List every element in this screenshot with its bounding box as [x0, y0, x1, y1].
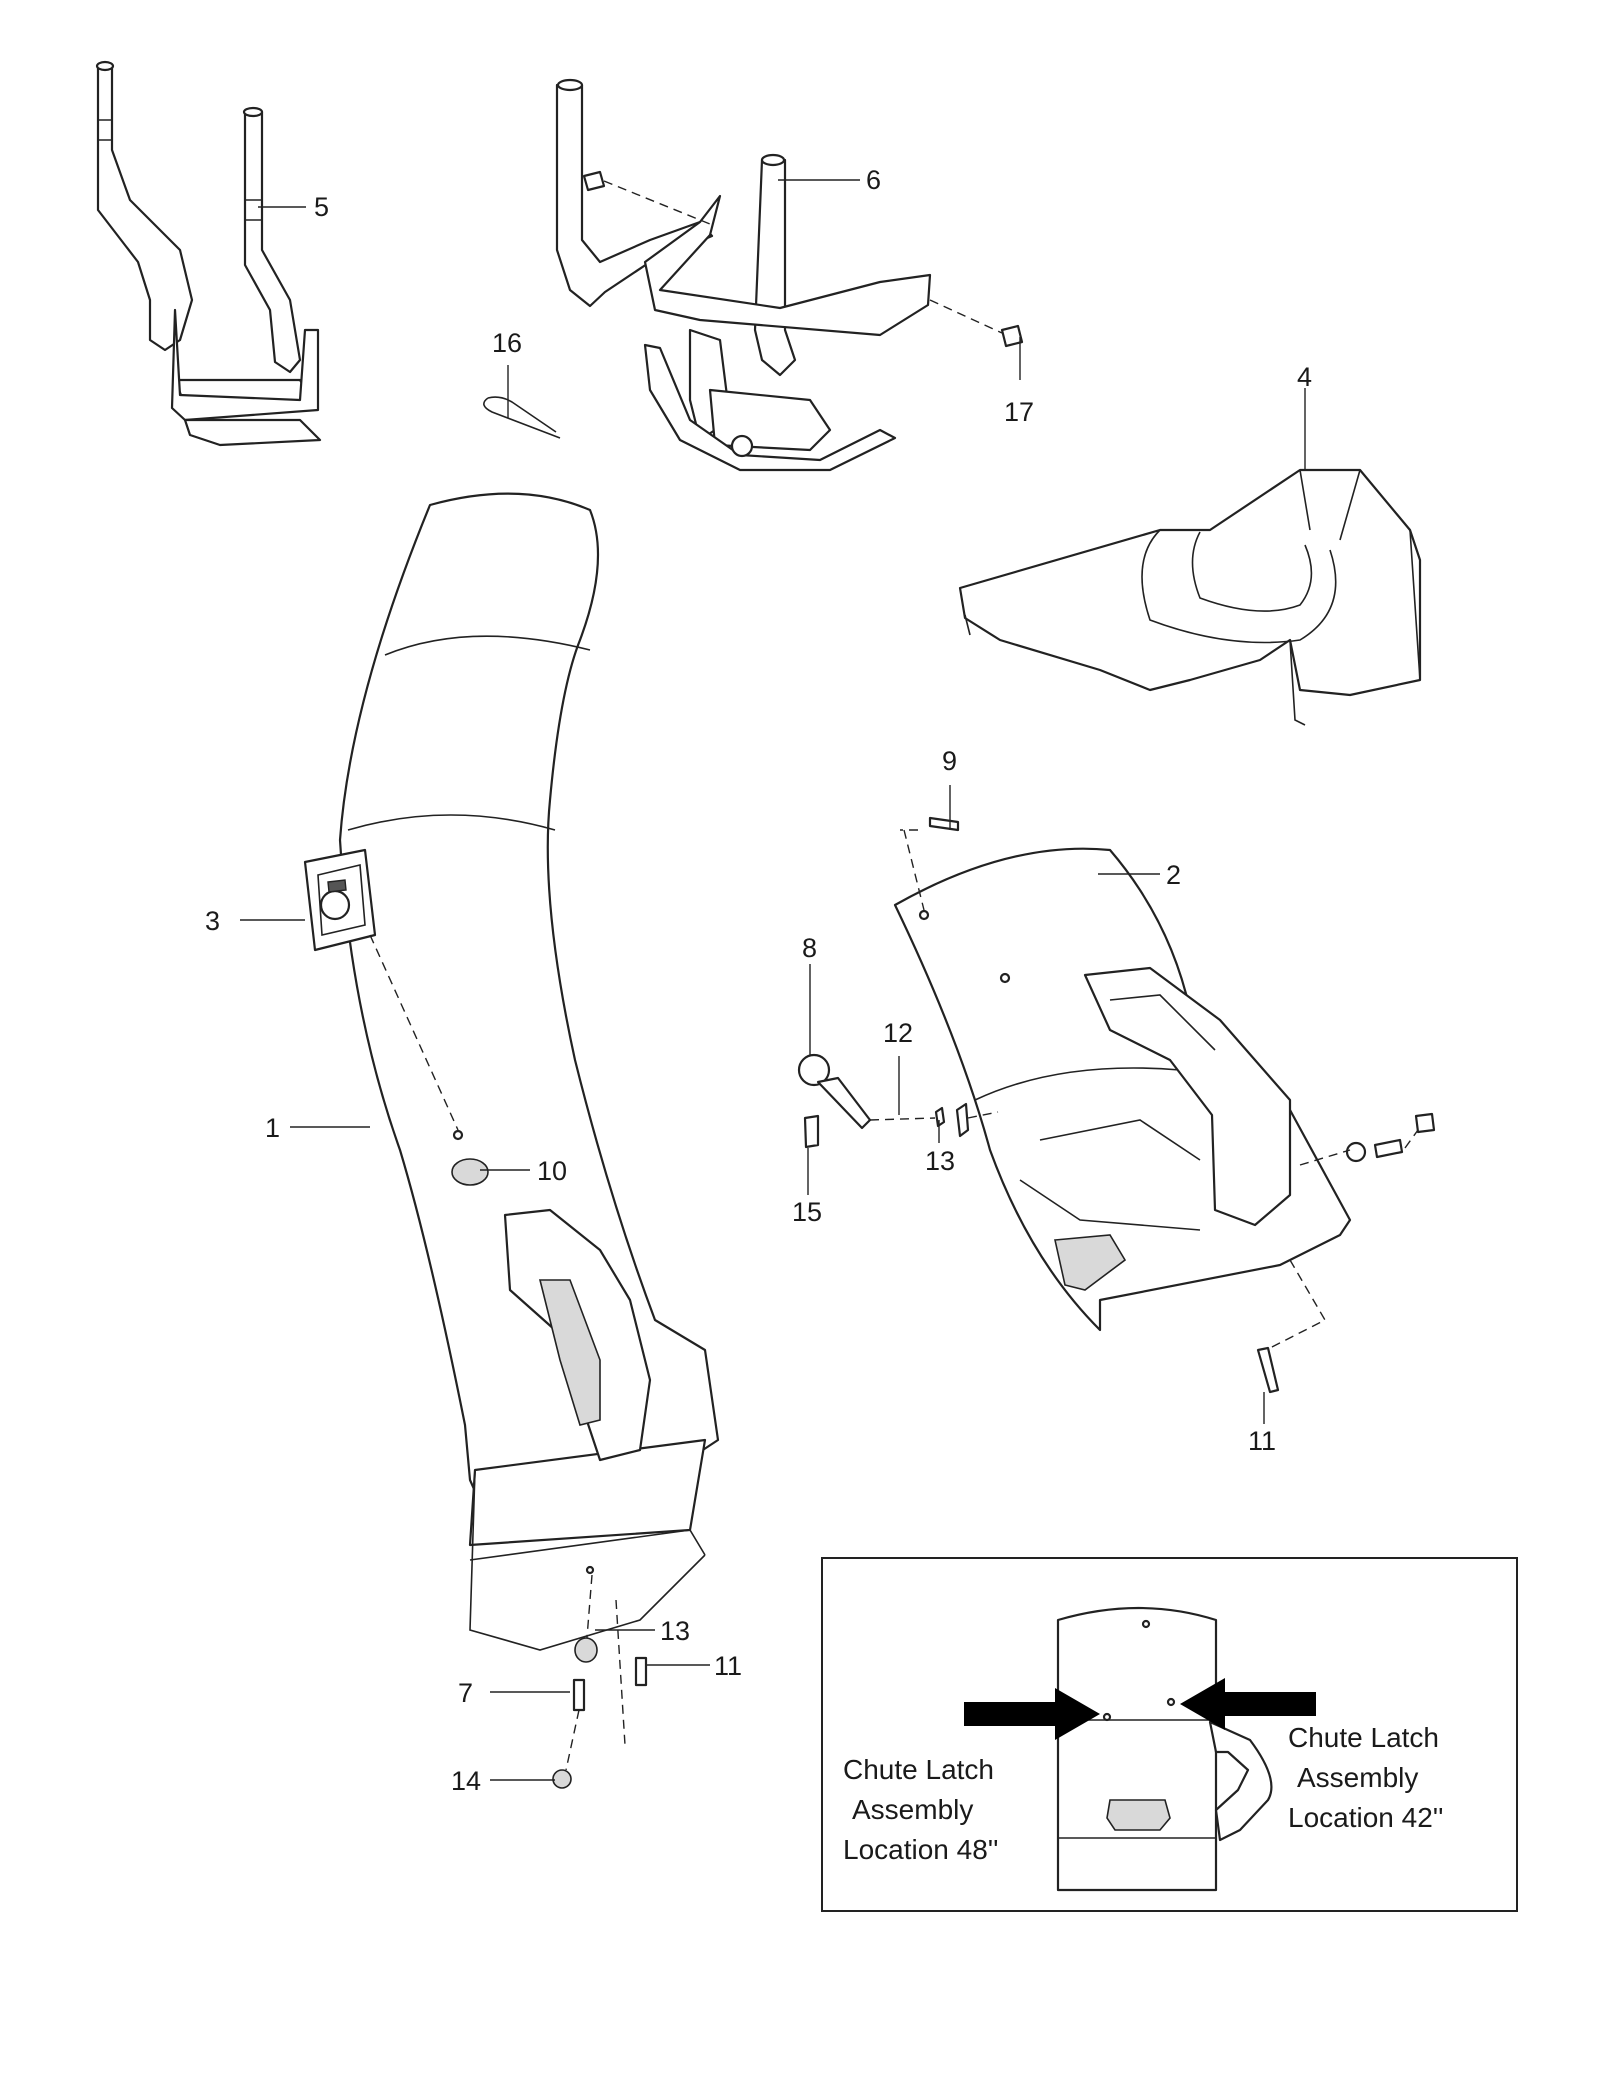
callout-9: 9: [942, 746, 957, 776]
part-16-hairpin: [483, 396, 561, 439]
callout-5: 5: [314, 192, 329, 222]
callout-11-right: 11: [1248, 1426, 1276, 1456]
callout-10: 10: [537, 1156, 567, 1186]
part-1-chute: [303, 492, 720, 1789]
arrow-right-icon: [1180, 1678, 1316, 1730]
callout-6: 6: [866, 165, 881, 195]
callout-12: 12: [883, 1018, 913, 1048]
callout-11-left: 11: [714, 1651, 742, 1681]
callout-14: 14: [451, 1766, 481, 1796]
callout-8: 8: [802, 933, 817, 963]
callout-1: 1: [265, 1113, 280, 1143]
callout-2: 2: [1166, 860, 1181, 890]
callout-13-left: 13: [660, 1616, 690, 1646]
inset-left-label-line1: Chute Latch: [843, 1754, 994, 1785]
callout-labels: 5 6 16 17 4 3 1 10 9 2 8 12 13 15 11 13 …: [205, 165, 1312, 1796]
leader-lines: [240, 179, 1306, 1781]
callout-3: 3: [205, 906, 220, 936]
inset-right-label-line1: Chute Latch: [1288, 1722, 1439, 1753]
callout-7: 7: [458, 1678, 473, 1708]
callout-13-right: 13: [925, 1146, 955, 1176]
part-4-deflector: [958, 468, 1422, 726]
part-2-lower-chute: [797, 816, 1436, 1394]
callout-4: 4: [1297, 362, 1312, 392]
callout-17: 17: [1004, 397, 1034, 427]
callout-15: 15: [792, 1197, 822, 1227]
part-5-bracket: [95, 60, 322, 447]
inset-right-label-line2: Assembly: [1297, 1762, 1418, 1793]
arrow-left-icon: [964, 1688, 1100, 1740]
callout-16: 16: [492, 328, 522, 358]
part-6-bracket: [555, 78, 1024, 472]
inset-left-label-line3: Location 48'': [843, 1834, 998, 1865]
inset-left-label-line2: Assembly: [852, 1794, 973, 1825]
inset-latch-location: Chute Latch Assembly Location 48'' Chute…: [821, 1557, 1518, 1912]
inset-right-label-line3: Location 42'': [1288, 1802, 1443, 1833]
